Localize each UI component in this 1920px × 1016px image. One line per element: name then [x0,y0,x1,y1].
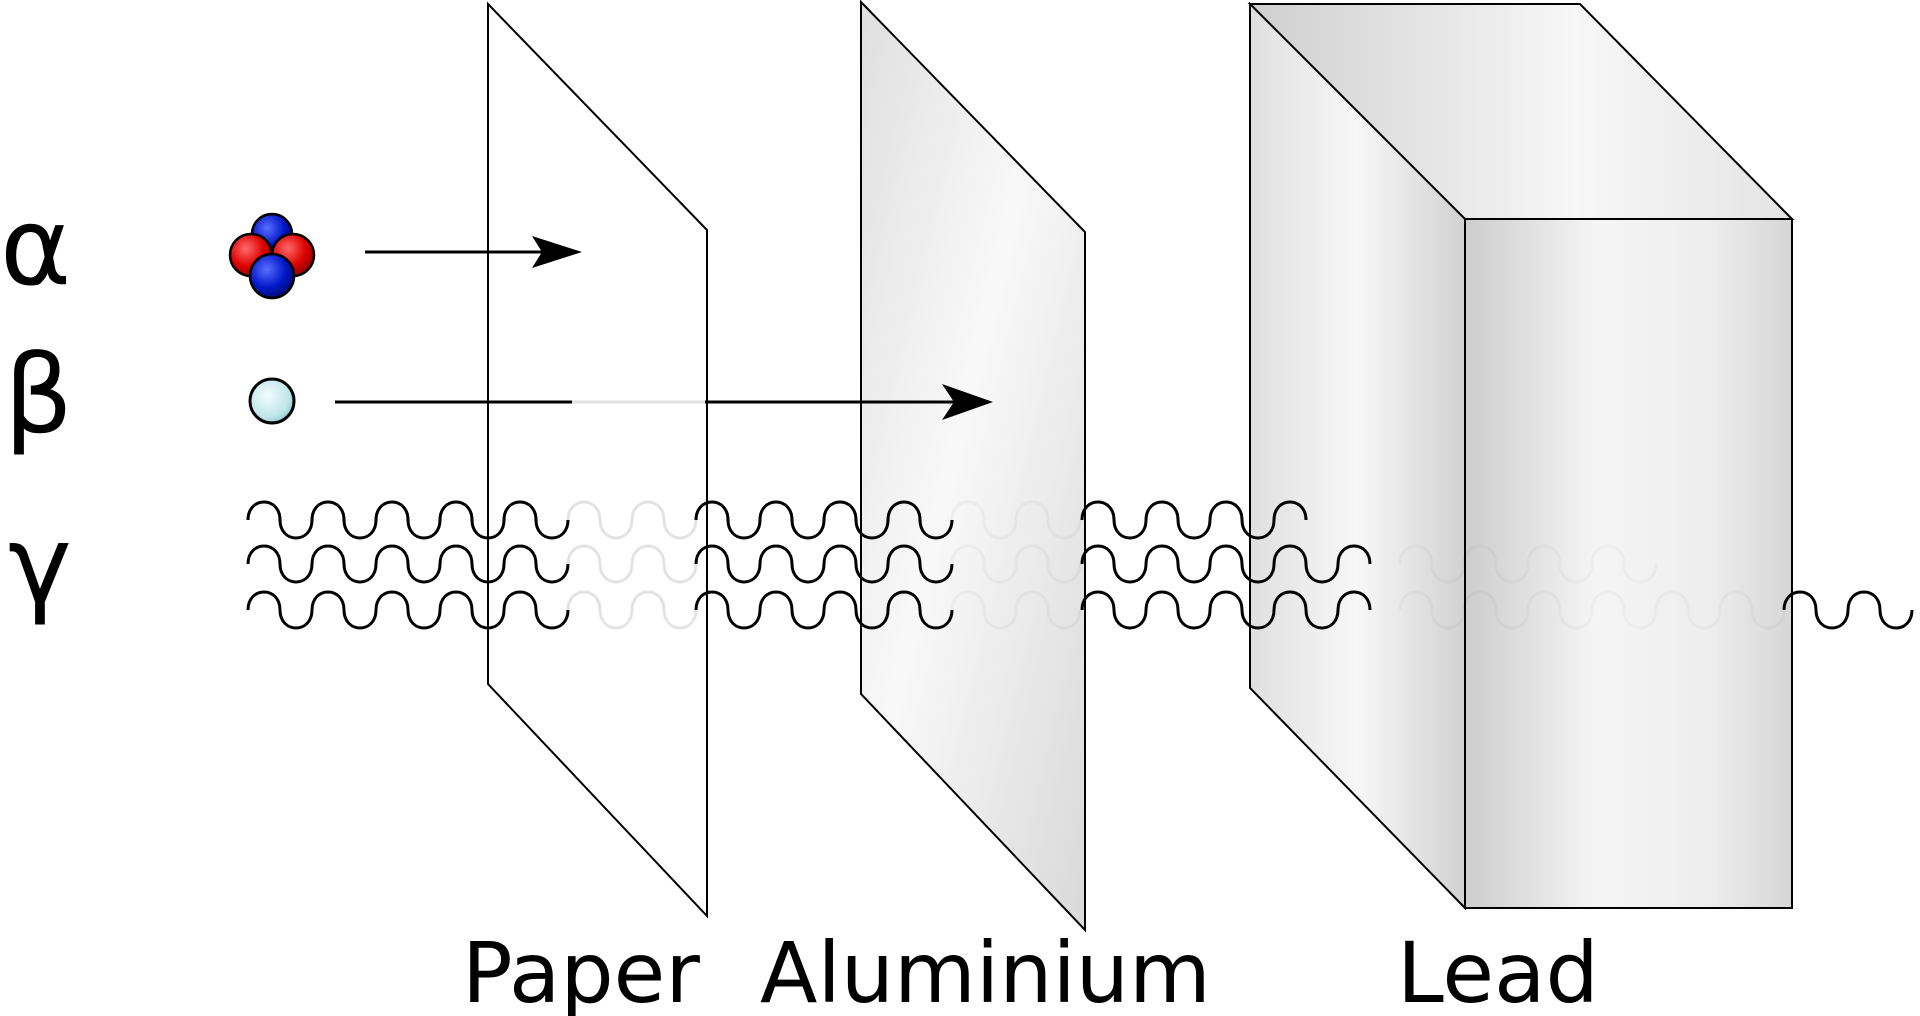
paper-label: Paper [462,924,700,1016]
aluminium-sheet [860,0,1086,933]
beta-arrow [335,384,993,420]
beta-symbol: β [4,333,73,458]
alpha-particle [228,212,316,300]
lead-block [1247,1,1795,911]
gamma-wave-top [246,500,1308,540]
aluminium-label: Aluminium [760,924,1211,1016]
gamma-wave-middle [246,544,1372,584]
lead-label: Lead [1397,924,1599,1016]
alpha-symbol: α [0,185,71,310]
lead-block-front [1464,218,1793,909]
paper-sheet [487,1,708,919]
gamma-symbol: γ [8,503,72,628]
beta-particle [248,377,296,425]
gamma-waves [246,500,1914,630]
gamma-wave-bottom [246,590,1914,630]
alpha-arrow [365,236,582,268]
